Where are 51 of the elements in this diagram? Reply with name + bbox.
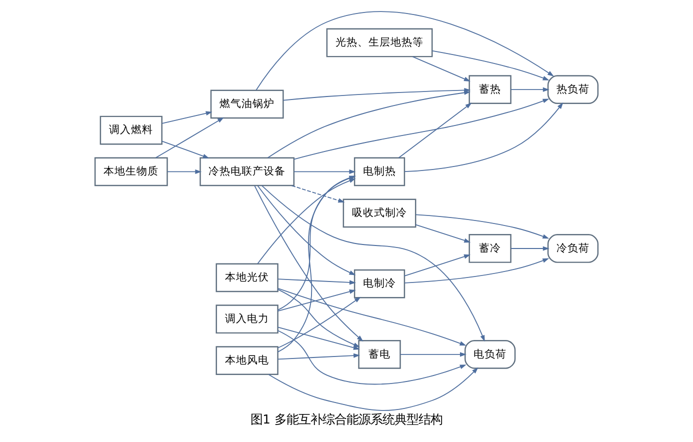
arrow bbox=[267, 90, 471, 158]
arrow bbox=[257, 185, 356, 276]
node-box: 调入燃料 bbox=[100, 116, 162, 145]
arrow bbox=[261, 185, 485, 342]
caption: 图1 多能互补综合能源系统典型结构 bbox=[250, 412, 442, 427]
node-box: 光热、生层地热等 bbox=[326, 28, 433, 58]
arrow bbox=[415, 224, 471, 243]
arrow bbox=[268, 367, 478, 411]
node-box: 调入电力 bbox=[216, 304, 278, 334]
arrow bbox=[254, 185, 364, 342]
arrow bbox=[167, 169, 202, 174]
node-box: 热负荷 bbox=[547, 75, 599, 104]
arrow bbox=[294, 98, 550, 160]
arrow bbox=[256, 11, 554, 91]
arrow bbox=[404, 102, 564, 172]
node-box: 吸收式制冷 bbox=[342, 198, 416, 228]
arrow bbox=[277, 330, 466, 385]
arrow bbox=[277, 288, 360, 348]
arrow bbox=[277, 278, 356, 285]
arrow bbox=[277, 296, 361, 348]
arrow bbox=[404, 258, 550, 284]
arrow bbox=[155, 117, 224, 158]
arrow bbox=[400, 352, 466, 357]
node-box: 电负荷 bbox=[464, 340, 516, 369]
arrow bbox=[510, 246, 550, 251]
arrow bbox=[510, 87, 550, 92]
node-box: 电制热 bbox=[354, 157, 406, 186]
node-box: 冷热电联产设备 bbox=[200, 157, 295, 186]
node-box: 电制冷 bbox=[354, 269, 406, 298]
arrow bbox=[294, 169, 356, 174]
node-box: 蓄热 bbox=[468, 75, 512, 104]
arrow bbox=[415, 214, 550, 239]
arrow bbox=[278, 288, 466, 346]
arrow bbox=[277, 326, 360, 350]
node-box: 本地风电 bbox=[216, 346, 278, 375]
node-box: 蓄电 bbox=[358, 340, 401, 369]
node-box: 本地生物质 bbox=[94, 157, 168, 186]
arrow bbox=[257, 178, 356, 264]
node-box: 本地光伏 bbox=[216, 263, 278, 292]
node-box: 燃气油锅炉 bbox=[210, 90, 284, 119]
arrow bbox=[398, 102, 472, 158]
arrow bbox=[162, 111, 212, 124]
arrow bbox=[277, 353, 360, 360]
node-box: 冷负荷 bbox=[547, 234, 599, 263]
arrow bbox=[162, 140, 210, 158]
node-box: 蓄冷 bbox=[468, 234, 512, 263]
arrow bbox=[277, 289, 356, 312]
arrow bbox=[291, 185, 345, 203]
arrow bbox=[432, 50, 550, 80]
arrow bbox=[412, 56, 470, 82]
arrow bbox=[404, 254, 471, 276]
